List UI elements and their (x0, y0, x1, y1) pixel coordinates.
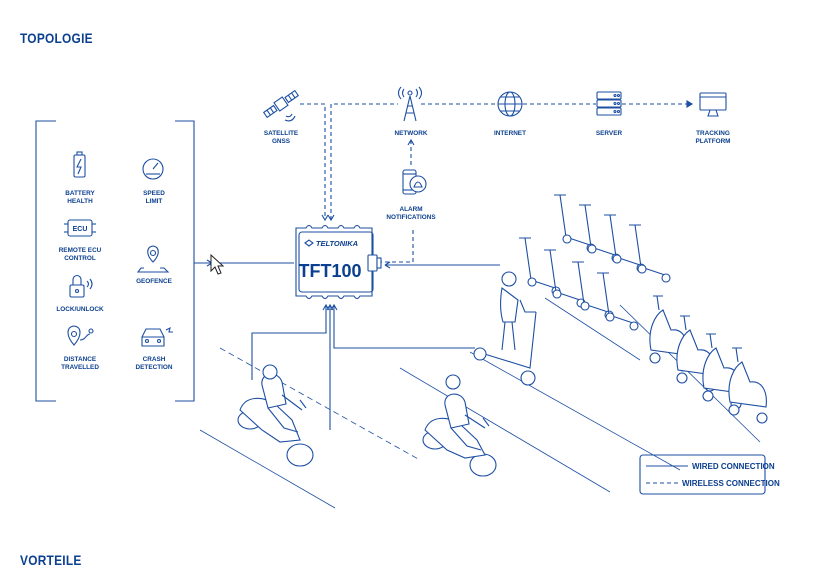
legend: WIRED CONNECTION WIRELESS CONNECTION (639, 454, 780, 495)
device-model: TFT100 (298, 261, 361, 281)
legend-wireless-label: WIRELESS CONNECTION (682, 479, 780, 488)
parked-scooter (629, 224, 671, 283)
parked-scooter (519, 237, 561, 296)
node-label-alarm-line1: ALARM (399, 206, 422, 213)
feature-label-3-line1: REMOTE ECU (59, 247, 102, 254)
legend-wired-label: WIRED CONNECTION (692, 462, 775, 471)
tft100-device: TELTONIKA TFT100 (295, 224, 382, 300)
map-pin-icon (136, 245, 170, 273)
feature-label-7-line1: DISTANCE (64, 356, 97, 363)
feature-label-6-line1: CRASH (143, 356, 166, 363)
server-icon (596, 91, 622, 116)
mouse-cursor-icon (210, 253, 225, 275)
ecu-icon: ECU (64, 219, 96, 237)
scooter-rider (473, 271, 537, 386)
ecu-badge-text: ECU (73, 226, 88, 233)
device-brand: TELTONIKA (316, 239, 358, 248)
lock-icon (69, 274, 93, 298)
moped-rider-left (237, 364, 314, 467)
parked-scooter (604, 214, 646, 273)
feature-label-6-line2: DETECTION (136, 364, 173, 371)
parked-scooter (579, 204, 621, 263)
speedometer-icon (142, 158, 164, 180)
feature-label-2-line2: LIMIT (146, 198, 163, 205)
node-label-alarm-line2: NOTIFICATIONS (386, 214, 436, 221)
node-label-satellite-line2: GNSS (272, 138, 291, 145)
parked-scooter (544, 249, 586, 308)
parked-scooter (597, 272, 639, 331)
node-label-satellite-line1: SATELLITE (264, 130, 299, 137)
satellite-icon (262, 89, 300, 122)
phone-alarm-icon (402, 169, 427, 195)
node-label-internet-line1: INTERNET (494, 130, 526, 137)
feature-label-2-line1: SPEED (143, 190, 165, 197)
road-lines (199, 297, 761, 509)
moped-rider-middle (422, 374, 497, 477)
distance-pin-icon (67, 325, 94, 346)
node-label-platform-line1: TRACKING (696, 130, 730, 137)
feature-label-1-line2: HEALTH (67, 198, 93, 205)
battery-icon (73, 151, 86, 178)
parked-moped-fleet (649, 295, 768, 424)
wireless-connections (300, 100, 694, 263)
feature-label-7-line2: TRAVELLED (61, 364, 99, 371)
feature-label-1-line1: BATTERY (65, 190, 95, 197)
parked-moped (728, 347, 768, 424)
parked-scooter (554, 194, 596, 253)
cell-tower-icon (397, 86, 423, 122)
node-label-platform-line2: PLATFORM (695, 138, 730, 145)
feature-label-4-line1: GEOFENCE (136, 278, 173, 285)
feature-label-5-line1: LOCK/UNLOCK (56, 306, 104, 313)
features-panel (35, 120, 195, 402)
parked-scooter (572, 261, 614, 320)
parked-scooter-fleet (519, 194, 671, 331)
monitor-icon (699, 92, 727, 117)
section-heading-topology: TOPOLOGIE (20, 30, 93, 46)
feature-label-3-line2: CONTROL (64, 255, 96, 262)
wired-connections (194, 259, 500, 430)
node-label-server-line1: SERVER (596, 130, 623, 137)
node-label-network-line1: NETWORK (394, 130, 427, 137)
globe-icon (497, 91, 523, 117)
crash-car-icon (141, 326, 173, 347)
